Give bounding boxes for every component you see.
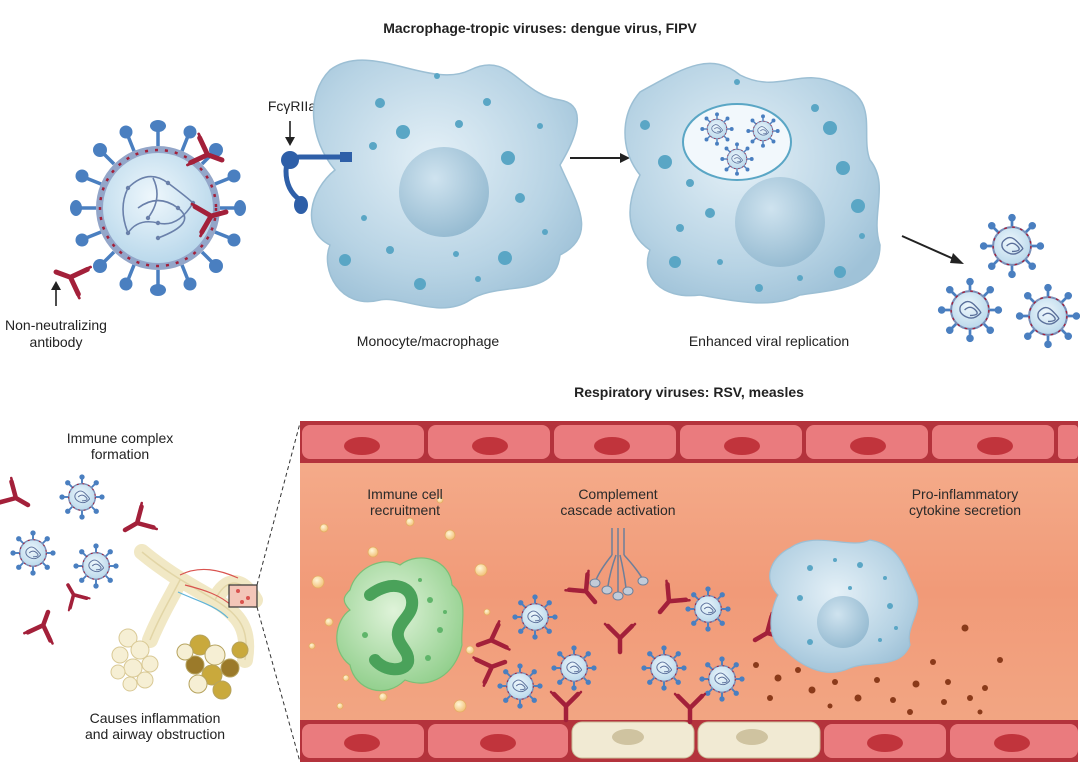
release-arrow bbox=[901, 235, 957, 261]
immune-complex-label-2: formation bbox=[90, 446, 150, 462]
endothelium-top bbox=[300, 421, 1078, 463]
airway-illustration bbox=[110, 544, 263, 700]
top-panel-title: Macrophage-tropic viruses: dengue virus,… bbox=[383, 20, 697, 36]
recruitment-label-2: recruitment bbox=[369, 502, 441, 518]
antibody-label-1: Non-neutralizing bbox=[5, 317, 107, 333]
recruitment-label-1: Immune cell bbox=[367, 486, 443, 502]
vessel-panel bbox=[300, 421, 1078, 762]
infected-macrophage bbox=[624, 62, 881, 304]
large-virus bbox=[70, 120, 246, 296]
complement-label-2: cascade activation bbox=[560, 502, 676, 518]
inflammation-label-1: Causes inflammation bbox=[89, 710, 221, 726]
bottom-panel-title: Respiratory viruses: RSV, measles bbox=[574, 384, 804, 400]
neutrophil-cell bbox=[336, 557, 464, 692]
callout-line-top bbox=[256, 422, 301, 586]
immune-complex-label-1: Immune complex bbox=[66, 430, 174, 446]
replication-label: Enhanced viral replication bbox=[689, 333, 849, 349]
released-viruses bbox=[936, 212, 1080, 350]
cell-label: Monocyte/macrophage bbox=[357, 333, 500, 349]
inflammation-label-2: and airway obstruction bbox=[84, 726, 226, 742]
cytokine-label-1: Pro-inflammatory bbox=[911, 486, 1019, 502]
antibody-label-2: antibody bbox=[30, 334, 83, 350]
nucleus bbox=[399, 147, 489, 237]
macrophage-cell bbox=[281, 59, 583, 309]
cytokines bbox=[753, 624, 1003, 715]
activated-macrophage bbox=[769, 539, 919, 673]
cytokine-label-2: cytokine secretion bbox=[908, 502, 1022, 518]
receptor-label: FcγRIIa bbox=[268, 98, 316, 114]
complement-label-1: Complement bbox=[578, 486, 658, 502]
top-panel: Non-neutralizing antibody FcγRIIa Monoc bbox=[5, 59, 1080, 350]
immune-complex-group bbox=[0, 473, 157, 643]
endothelium-bottom bbox=[300, 720, 1078, 762]
callout-line-bottom bbox=[256, 606, 301, 763]
bottom-panel bbox=[0, 421, 1078, 763]
infected-nucleus bbox=[735, 177, 825, 267]
complement-complex bbox=[589, 528, 649, 601]
